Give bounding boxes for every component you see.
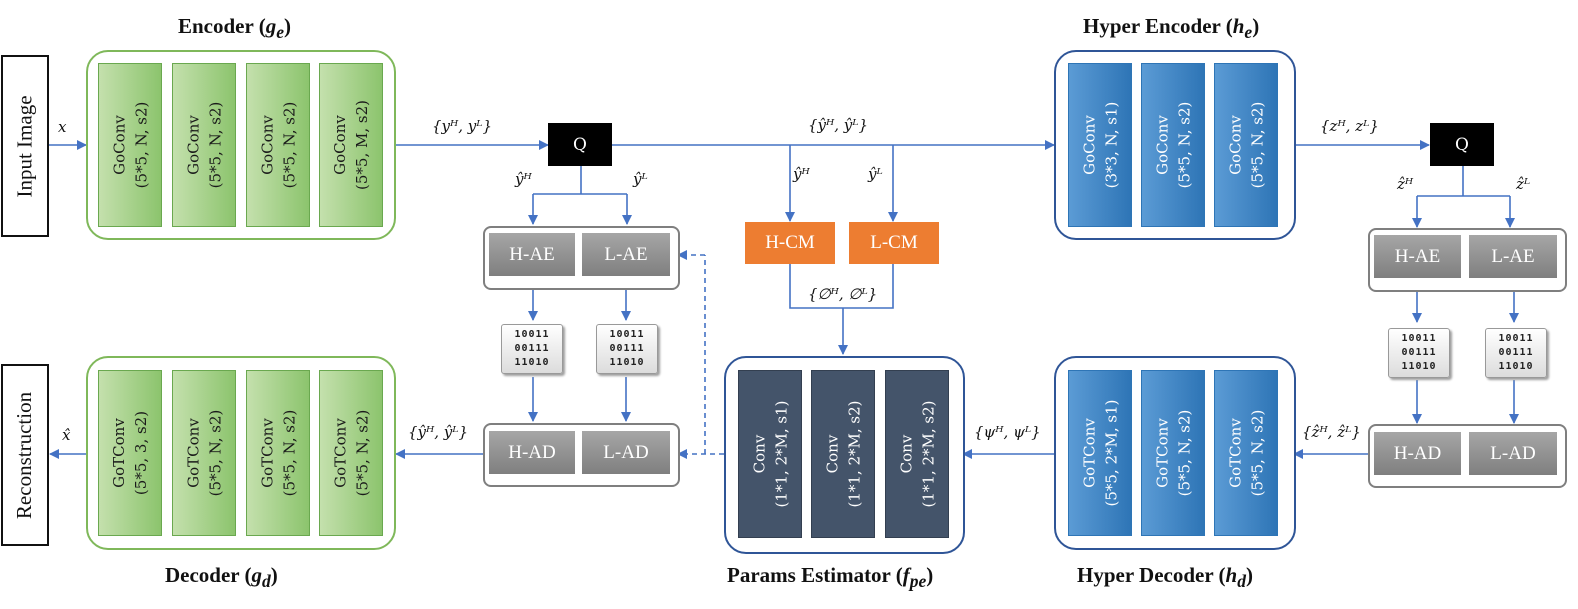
decoder-layer-3: GoTConv(5*5, N, s2) [246,370,310,536]
h-ad-main: H-AD [489,431,575,474]
h-ad-hyper: H-AD [1374,432,1461,475]
signal-psi: {ψᴴ, ψᴸ} [974,423,1041,441]
hyper-encoder-layer-1: GoConv(3*3, N, s1) [1068,63,1132,227]
encoder-layer-3: GoConv(5*5, N, s2) [246,63,310,227]
h-ae-hyper: H-AE [1374,235,1461,278]
signal-x-hat: x̂ [62,426,71,444]
encoder-title: Encoder (ge) [178,14,291,43]
encoder-layer-4: GoConv(5*5, M, s2) [319,63,383,227]
decoder-title: Decoder (gd) [165,563,278,592]
hyper-decoder-title: Hyper Decoder (hd) [1077,563,1253,592]
signal-z-hat-h: ẑᴴ [1397,175,1414,193]
reconstruction-box: Reconstruction [1,364,49,546]
params-estimator-title: Params Estimator (fpe) [727,563,934,592]
signal-y-hat-l: ŷᴸ [633,170,648,188]
hyper-encoder-title: Hyper Encoder (he) [1083,14,1260,43]
params-layer-2: Conv(1*1, 2*M, s2) [811,370,875,538]
signal-y-hat-dec: {ŷᴴ, ŷᴸ} [408,423,469,441]
signal-z-hat: {ẑᴴ, ẑᴸ} [1302,423,1361,441]
signal-phi: {∅ᴴ, ∅ᴸ} [808,285,878,303]
signal-y-hat-h: ŷᴴ [515,170,532,188]
l-ad-hyper: L-AD [1469,432,1557,475]
signal-y-hat-h-cm: ŷᴴ [793,165,810,183]
l-ad-main: L-AD [582,431,670,474]
params-layer-1: Conv(1*1, 2*M, s1) [738,370,802,538]
quantizer-hyper: Q [1430,123,1494,166]
hyper-decoder-layer-1: GoTConv(5*5, 2*M, s1) [1068,370,1132,536]
hyper-encoder-layer-3: GoConv(5*5, N, s2) [1214,63,1278,227]
wire-q-split [533,166,627,195]
hyper-encoder-layer-2: GoConv(5*5, N, s2) [1141,63,1205,227]
context-model-high: H-CM [745,222,835,264]
decoder-layer-4: GoTConv(5*5, N, s2) [319,370,383,536]
quantizer-main: Q [548,123,612,166]
signal-y-hat: {ŷᴴ, ŷᴸ} [808,116,869,134]
wire-cm-merge [789,264,894,309]
l-ae-hyper: L-AE [1469,235,1557,278]
encoder-layer-1: GoConv(5*5, N, s2) [98,63,162,227]
signal-y-hat-l-cm: ŷᴸ [868,165,883,183]
params-layer-3: Conv(1*1, 2*M, s2) [885,370,949,538]
signal-x: x [58,118,67,136]
signal-z: {zᴴ, zᴸ} [1320,117,1379,135]
hyper-decoder-layer-3: GoTConv(5*5, N, s2) [1214,370,1278,536]
signal-z-hat-l: ẑᴸ [1516,175,1531,193]
decoder-layer-2: GoTConv(5*5, N, s2) [172,370,236,536]
input-image-box: Input Image [1,55,49,237]
l-ae-main: L-AE [582,233,670,276]
encoder-layer-2: GoConv(5*5, N, s2) [172,63,236,227]
context-model-low: L-CM [849,222,939,264]
decoder-layer-1: GoTConv(5*5, 3, s2) [98,370,162,536]
h-ae-main: H-AE [489,233,575,276]
hyper-decoder-layer-2: GoTConv(5*5, N, s2) [1141,370,1205,536]
signal-y: {yᴴ, yᴸ} [432,117,493,135]
